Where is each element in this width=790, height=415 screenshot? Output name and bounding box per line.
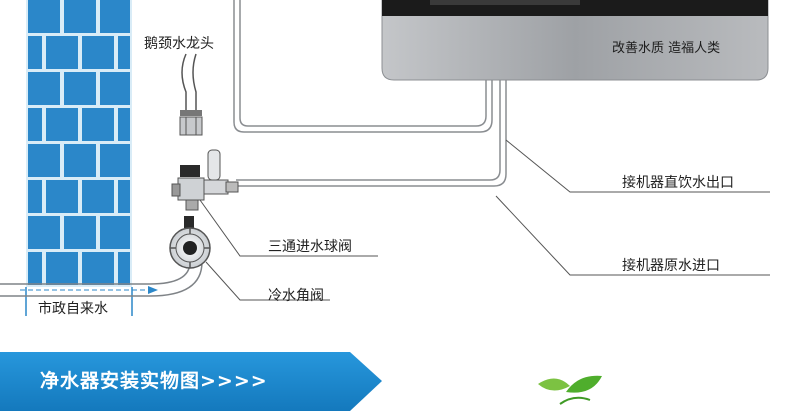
gooseneck-faucet — [179, 53, 203, 136]
purifier-tubing — [233, 0, 507, 187]
label-direct-outlet: 接机器直饮水出口 — [622, 175, 734, 191]
label-gooseneck-faucet: 鹅颈水龙头 — [144, 36, 214, 52]
label-raw-inlet: 接机器原水进口 — [622, 258, 720, 274]
label-tee-valve: 三通进水球阀 — [268, 239, 352, 255]
purifier-unit — [381, 0, 769, 81]
label-angle-valve: 冷水角阀 — [268, 288, 324, 304]
leaf-icon — [538, 375, 602, 405]
section-banner — [0, 352, 382, 411]
cold-angle-valve — [169, 216, 211, 269]
leader-lines — [199, 139, 770, 301]
label-tap-water: 市政自来水 — [38, 301, 108, 317]
purifier-slogan: 改善水质 造福人类 — [612, 41, 721, 56]
tee-ball-valve — [171, 149, 239, 211]
banner-title: 净水器安装实物图>>>> — [40, 370, 268, 392]
brick-wall — [25, 0, 133, 316]
